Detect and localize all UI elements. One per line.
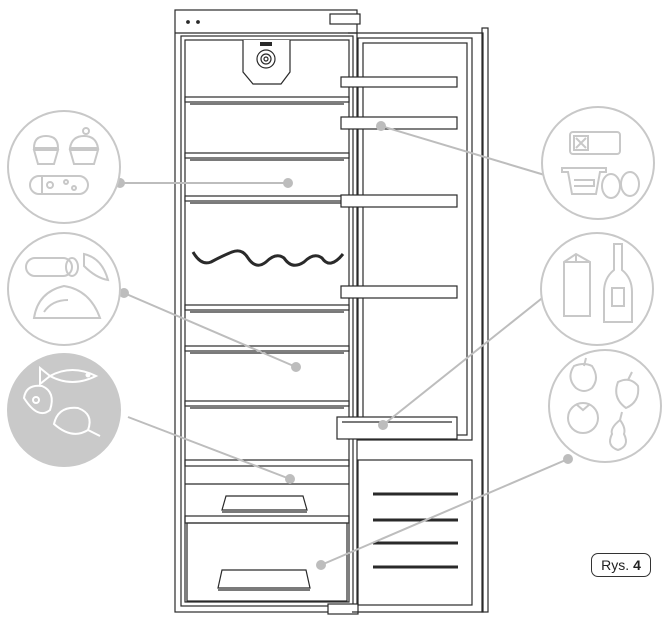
fish-icon [39,365,99,387]
bottle-icon [603,243,633,323]
chicken-icon [52,406,101,437]
figure-label-number: 4 [633,557,641,573]
yogurt-icon [561,167,607,195]
icon-circle-fruit-vegetables [548,349,662,463]
milk-carton-icon [563,252,591,317]
icon-circle-bakery-dairy [7,110,121,224]
pear-icon [609,411,627,452]
fridge-body [174,9,361,615]
crisper-drawers [184,459,350,602]
figure-label: Rys. 4 [591,553,651,577]
sausage-icon [25,257,79,277]
figure-label-prefix: Rys. [601,557,630,573]
icon-circle-drinks [540,232,654,346]
icon-circle-fish-meat [7,353,121,467]
eggs-icon [601,171,640,199]
cake-icon [68,127,100,165]
fridge-shelves [184,96,350,409]
apple-icon [569,357,597,392]
wine-rack [191,249,345,267]
door-balconies [336,76,458,440]
butter-icon [569,131,621,155]
pepper-icon [615,371,640,410]
icon-circle-meat-products [7,232,121,346]
tomato-icon [567,402,599,434]
ham-icon [83,252,110,282]
icon-circle-dairy [541,106,655,220]
steak-icon [22,384,53,414]
sliced-meat-icon [32,284,102,319]
cheese-icon [29,175,89,195]
door-vent-slots [373,492,458,569]
muffin-icon [32,134,60,165]
